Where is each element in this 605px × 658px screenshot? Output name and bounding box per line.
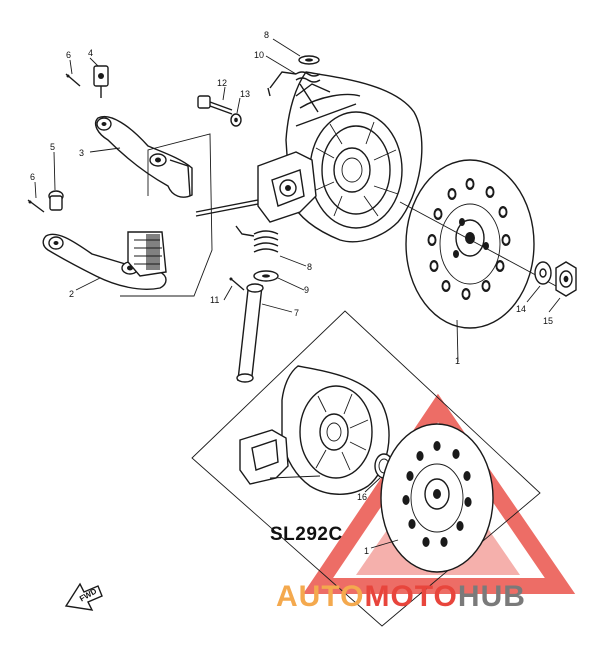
callout-4: 4	[88, 48, 93, 58]
lever-assembly	[195, 151, 317, 223]
callout-8-spring: 8	[307, 262, 312, 272]
inset-disc	[380, 423, 494, 573]
watermark-moto: MOTO	[364, 580, 457, 613]
callout-10: 10	[254, 50, 264, 60]
leader-lines	[34, 38, 561, 549]
brake-disc	[405, 159, 535, 329]
callout-12: 12	[217, 78, 227, 88]
pivot-pin-7	[236, 283, 264, 383]
watermark-hub: HUB	[458, 580, 526, 613]
top-spring	[267, 71, 321, 97]
callout-2: 2	[69, 289, 74, 299]
caliper-housing	[285, 71, 423, 243]
upper-bolt	[65, 73, 81, 87]
cotter-pin-11	[229, 277, 245, 291]
callout-13: 13	[240, 89, 250, 99]
callout-3: 3	[79, 148, 84, 158]
adjust-bolt	[197, 95, 233, 115]
washer-14	[534, 261, 552, 285]
callout-5: 5	[50, 142, 55, 152]
forward-arrow-icon: FWD	[64, 582, 103, 611]
upper-arm	[94, 116, 193, 198]
side-pin	[27, 190, 64, 213]
callout-labels: 8 10 12 13 6 4 3 6 5 2 8 9 7 11 1 14 15 …	[30, 30, 553, 556]
inset-frame	[191, 310, 541, 627]
callout-14: 14	[516, 304, 526, 314]
upper-clip	[93, 65, 109, 98]
callout-6-left: 6	[30, 172, 35, 182]
top-retainer	[298, 55, 320, 65]
coil-spring-8	[235, 225, 279, 253]
callout-11: 11	[210, 295, 219, 305]
watermark-auto: AUTO	[276, 580, 364, 613]
washer-13	[230, 113, 242, 127]
washer-9	[253, 270, 279, 282]
callout-7: 7	[294, 308, 299, 318]
callout-6-top: 6	[66, 50, 71, 60]
callout-9: 9	[304, 285, 309, 295]
nut-15	[555, 261, 577, 297]
brake-pad	[127, 231, 167, 277]
callout-16: 16	[357, 492, 367, 502]
callout-1-main: 1	[455, 356, 460, 366]
inset-housing	[239, 365, 390, 495]
linkage-rod	[295, 83, 331, 113]
svg-text:AUTOMOTOHUB: AUTOMOTOHUB	[276, 580, 526, 613]
model-code: SL292C	[270, 524, 343, 545]
callout-1-inset: 1	[364, 546, 369, 556]
callout-8-top: 8	[264, 30, 269, 40]
callout-15: 15	[543, 316, 553, 326]
watermark-text: AUTOMOTOHUB	[276, 580, 526, 613]
